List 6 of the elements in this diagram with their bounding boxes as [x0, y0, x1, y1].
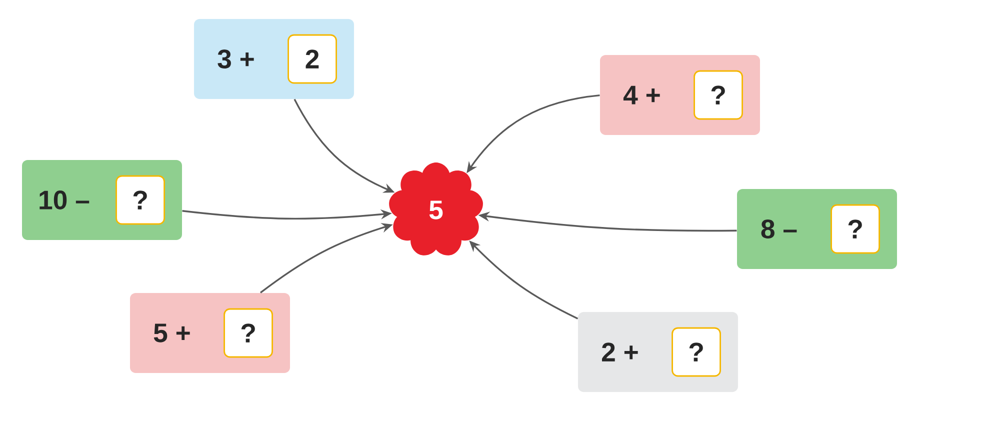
answer-box: ?	[116, 175, 165, 225]
answer-box: ?	[224, 308, 273, 358]
answer-box: ?	[830, 204, 880, 254]
answer-box: 2	[288, 34, 337, 84]
answer-box: ?	[694, 70, 743, 120]
answer-box: ?	[672, 327, 721, 377]
